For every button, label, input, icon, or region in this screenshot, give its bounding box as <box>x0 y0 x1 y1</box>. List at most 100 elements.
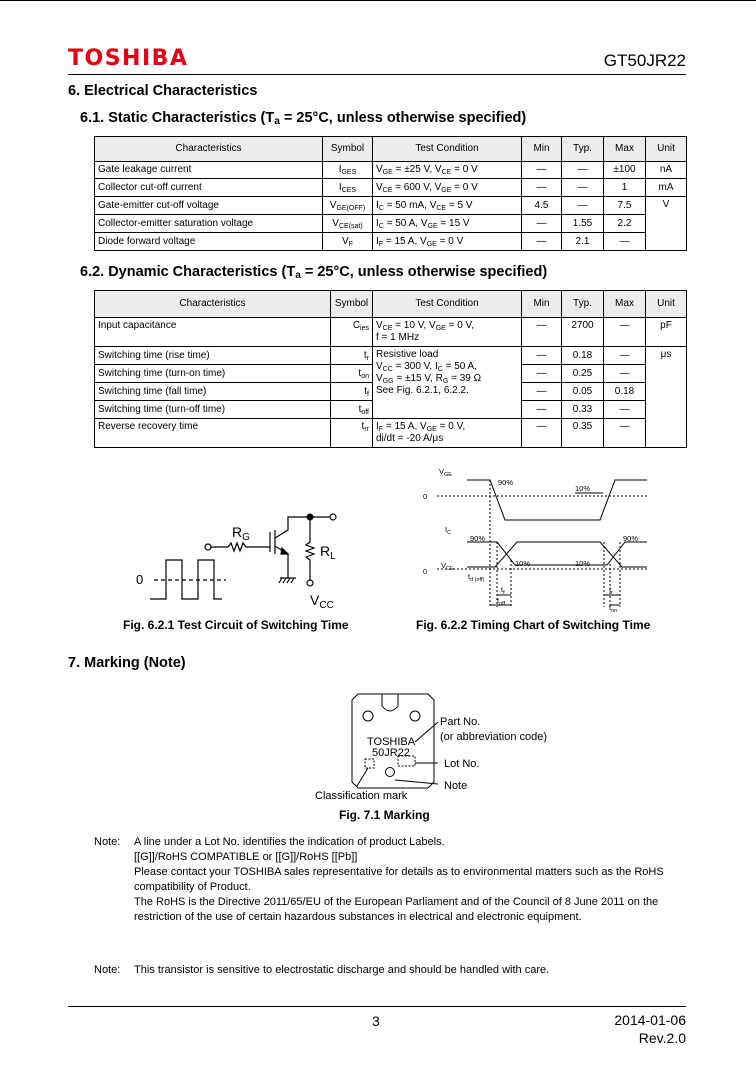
row-symbol: tf <box>330 382 373 401</box>
note-para-3: Please contact your TOSHIBA sales repres… <box>134 866 664 893</box>
rl-label: RL <box>320 543 336 562</box>
classification-mark-label: Classification mark <box>315 790 408 802</box>
fig-6-2-2-caption: Fig. 6.2.2 Timing Chart of Switching Tim… <box>416 618 651 632</box>
row-symbol: ton <box>330 364 373 383</box>
row-typ: 0.33 <box>561 400 604 419</box>
note-label: Note: <box>94 964 121 976</box>
row-min: — <box>521 317 562 347</box>
row-name: Switching time (rise time) <box>94 346 331 365</box>
row-name: Diode forward voltage <box>94 232 323 251</box>
vce-label: VCE <box>441 561 454 572</box>
rg-label: RG <box>232 524 250 543</box>
tr-label: tr <box>609 585 613 596</box>
table-row: Switching time (fall time) tf — 0.05 0.1… <box>94 382 687 401</box>
vcc-label: VCC <box>310 592 334 611</box>
note-para-1: A line under a Lot No. identifies the in… <box>134 836 445 848</box>
row-symbol: IGES <box>322 161 373 179</box>
table-row: Switching time (rise time) tr Resistive … <box>94 346 687 448</box>
ic-90-label-left: 90% <box>470 534 485 543</box>
table-row: Reverse recovery time trr IF = 15 A, VGE… <box>94 418 687 448</box>
row-condition: VGE = ±25 V, VCE = 0 V <box>372 161 522 179</box>
row-name: Switching time (turn-off time) <box>94 400 331 419</box>
row-symbol: ICES <box>322 178 373 197</box>
part-no-label: Part No. <box>440 716 480 728</box>
footer-rule <box>68 1006 686 1007</box>
junction-dot <box>306 513 314 521</box>
row-min: — <box>521 161 562 179</box>
section-6-1-heading: 6.1. Static Characteristics (Ta = 25°C, … <box>80 110 527 127</box>
row-typ: — <box>561 196 604 215</box>
section-6-heading: 6. Electrical Characteristics <box>68 83 258 99</box>
row-condition: VCE = 600 V, VGE = 0 V <box>372 178 522 197</box>
row-name: Switching time (turn-on time) <box>94 364 331 383</box>
td-off-label: td (off) <box>468 572 485 583</box>
col-symbol: Symbol <box>330 290 373 318</box>
esd-text: This transistor is sensitive to electros… <box>134 964 550 976</box>
row-typ: 0.05 <box>561 382 604 401</box>
row-symbol: tr <box>330 346 373 365</box>
row-max: — <box>603 346 646 365</box>
toff-label: toff <box>497 596 506 607</box>
row-typ: 1.55 <box>561 214 604 233</box>
row-condition: VCE = 10 V, VGE = 0 V,f = 1 MHz <box>372 317 522 347</box>
col-typ: Typ. <box>561 136 604 162</box>
row-max: ±100 <box>603 161 646 179</box>
table-row: Diode forward voltage VF IF = 15 A, VGE … <box>94 232 687 251</box>
test-circuit-diagram: 0 RG RL VCC <box>136 513 337 611</box>
row-unit: pF <box>645 317 687 347</box>
fig-6-2-1-caption: Fig. 6.2.1 Test Circuit of Switching Tim… <box>123 618 349 632</box>
row-min: — <box>521 418 562 448</box>
row-max: 2.2 <box>603 214 646 233</box>
esd-note: Note: This transistor is sensitive to el… <box>94 963 694 983</box>
ic-10-label-right: 10% <box>575 559 590 568</box>
ton-label: ton <box>609 603 617 612</box>
zero-label-top: 0 <box>423 492 427 501</box>
vge-label: VGE <box>439 467 452 478</box>
row-typ: 2.1 <box>561 232 604 251</box>
row-symbol: trr <box>330 418 373 448</box>
row-unit: μs <box>645 346 687 448</box>
col-test-condition: Test Condition <box>372 136 522 162</box>
col-typ: Typ. <box>561 290 604 318</box>
row-max: — <box>603 317 646 347</box>
toshiba-logo: TOSHIBA <box>68 46 189 71</box>
table-row: Switching time (turn-off time) toff — 0.… <box>94 400 687 419</box>
col-min: Min <box>521 290 562 318</box>
row-max: — <box>603 364 646 383</box>
zero-label-bottom: 0 <box>423 567 427 576</box>
abbreviation-label: (or abbreviation code) <box>440 731 547 743</box>
fig-7-1-caption: Fig. 7.1 Marking <box>339 808 430 822</box>
vge-10-label: 10% <box>575 484 590 493</box>
col-characteristics: Characteristics <box>94 136 323 162</box>
part-number: GT50JR22 <box>603 51 686 70</box>
zero-label: 0 <box>136 572 143 587</box>
row-min: — <box>521 214 562 233</box>
document-date: 2014-01-06 <box>614 1012 686 1028</box>
row-min: — <box>521 178 562 197</box>
table-header-row: Characteristics Symbol Test Condition Mi… <box>94 290 687 318</box>
vge-90-label: 90% <box>498 478 513 487</box>
row-symbol: toff <box>330 400 373 419</box>
row-min: — <box>521 382 562 401</box>
tf-label: tf <box>501 585 505 596</box>
table-header-row: Characteristics Symbol Test Condition Mi… <box>94 136 687 162</box>
page-number: 3 <box>372 1013 380 1029</box>
col-symbol: Symbol <box>322 136 373 162</box>
ic-90-label-right: 90% <box>623 534 638 543</box>
row-condition: IC = 50 mA, VCE = 5 V <box>372 196 522 215</box>
row-typ: 2700 <box>561 317 604 347</box>
col-unit: Unit <box>645 136 687 162</box>
col-min: Min <box>521 136 562 162</box>
row-min: — <box>521 364 562 383</box>
note-para-2: [[G]]/RoHS COMPATIBLE or [[G]]/RoHS [[Pb… <box>134 851 358 863</box>
ic-10-label-left: 10% <box>515 559 530 568</box>
row-typ: 0.25 <box>561 364 604 383</box>
ic-label: IC <box>445 525 451 536</box>
row-symbol: VCE(sat) <box>322 214 373 233</box>
table-row: Gate leakage current IGES VGE = ±25 V, V… <box>94 161 687 179</box>
table-row: Gate-emitter cut-off voltage VGE(OFF) IC… <box>94 196 687 251</box>
col-max: Max <box>603 136 646 162</box>
revision-block: 2014-01-06 Rev.2.0 <box>614 1011 686 1047</box>
static-characteristics-table: Characteristics Symbol Test Condition Mi… <box>94 136 687 251</box>
